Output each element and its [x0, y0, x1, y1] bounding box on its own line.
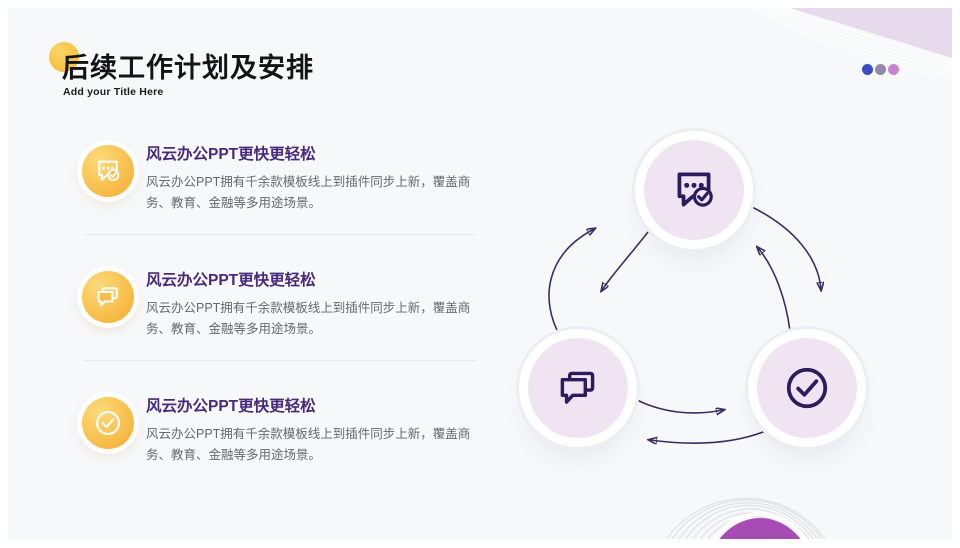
list-item: 风云办公PPT更快更轻松 风云办公PPT拥有千余款模板线上到插件同步上新，覆盖商… [82, 145, 484, 215]
item-description: 风云办公PPT拥有千余款模板线上到插件同步上新，覆盖商务、教育、金融等多用途场景… [146, 426, 471, 463]
list-item-text: 风云办公PPT更快更轻松 风云办公PPT拥有千余款模板线上到插件同步上新，覆盖商… [146, 271, 482, 341]
blue-dot-icon [862, 64, 873, 75]
diagram-node-bottom-left [528, 338, 628, 438]
diagram-node-top [644, 140, 744, 240]
slide-canvas: 后续工作计划及安排 Add your Title Here 风云办公PPT更快更… [8, 8, 952, 539]
item-heading: 风云办公PPT更快更轻松 [146, 146, 316, 163]
check-circle-icon [786, 367, 828, 409]
yellow-bullet [82, 145, 134, 197]
check-circle-icon [96, 411, 120, 435]
list-item-text: 风云办公PPT更快更轻松 风云办公PPT拥有千余款模板线上到插件同步上新，覆盖商… [146, 145, 482, 215]
chat-bubble-check-icon [98, 160, 120, 181]
list-item: 风云办公PPT更快更轻松 风云办公PPT拥有千余款模板线上到插件同步上新，覆盖商… [82, 397, 484, 467]
yellow-bullet [82, 397, 134, 449]
item-description: 风云办公PPT拥有千余款模板线上到插件同步上新，覆盖商务、教育、金融等多用途场景… [146, 300, 471, 337]
item-description: 风云办公PPT拥有千余款模板线上到插件同步上新，覆盖商务、教育、金融等多用途场景… [146, 174, 471, 211]
item-heading: 风云办公PPT更快更轻松 [146, 398, 316, 415]
list-divider [84, 234, 476, 235]
list-item-text: 风云办公PPT更快更轻松 风云办公PPT拥有千余款模板线上到插件同步上新，覆盖商… [146, 397, 482, 467]
yellow-bullet [82, 271, 134, 323]
list-divider [84, 360, 476, 361]
muted-purple-dot-icon [875, 64, 886, 75]
diagram-node-bottom-right [757, 338, 857, 438]
corner-dots [862, 64, 899, 75]
orchid-dot-icon [888, 64, 899, 75]
chat-bubbles-icon [560, 371, 595, 404]
chat-bubble-check-icon [677, 172, 713, 207]
item-heading: 风云办公PPT更快更轻松 [146, 272, 316, 289]
slide-header: 后续工作计划及安排 Add your Title Here [49, 42, 314, 99]
page-title: 后续工作计划及安排 [62, 53, 314, 83]
chat-bubbles-icon [97, 287, 118, 307]
list-item: 风云办公PPT更快更轻松 风云办公PPT拥有千余款模板线上到插件同步上新，覆盖商… [82, 271, 484, 341]
cycle-arrows [548, 205, 952, 539]
title-accent-dot [49, 42, 79, 72]
page-subtitle: Add your Title Here [63, 86, 164, 99]
